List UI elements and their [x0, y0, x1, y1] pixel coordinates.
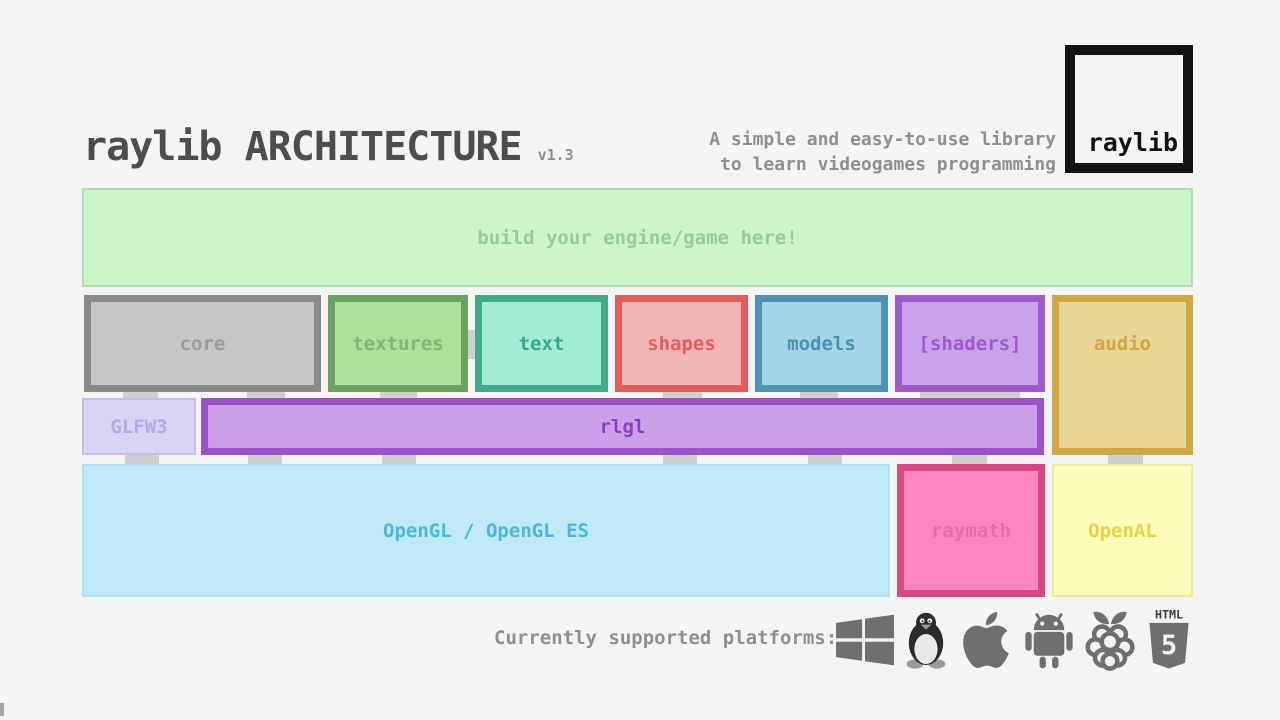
module-text: text: [475, 295, 608, 392]
module-openal: OpenAL: [1052, 464, 1193, 597]
module-label: textures: [352, 332, 444, 355]
raylib-logo: raylib: [1065, 45, 1193, 173]
module-label: OpenAL: [1088, 519, 1157, 542]
engine-banner: build your engine/game here!: [82, 188, 1193, 287]
module-rlgl: rlgl: [201, 398, 1044, 455]
module-shaders: [shaders]: [895, 295, 1045, 392]
module-label: audio: [1093, 332, 1152, 355]
module-core: core: [84, 295, 321, 392]
module-audio: audio: [1052, 295, 1193, 455]
module-label: rlgl: [599, 415, 646, 438]
tagline-line1: A simple and easy-to-use library: [709, 129, 1056, 150]
android-icon: [1022, 608, 1076, 672]
module-label: raymath: [930, 519, 1012, 542]
module-opengl: OpenGL / OpenGL ES: [82, 464, 890, 597]
module-textures: textures: [328, 295, 468, 392]
html5-wordmark: HTML: [1155, 607, 1183, 621]
raspberry-pi-icon: [1084, 607, 1136, 673]
module-models: models: [755, 295, 888, 392]
tagline-line2: to learn videogames programming: [720, 154, 1056, 175]
linux-icon: [902, 607, 950, 673]
engine-banner-label: build your engine/game here!: [477, 226, 798, 249]
windows-icon: [836, 611, 894, 669]
module-raymath: raymath: [897, 464, 1045, 597]
connector: [1108, 453, 1143, 467]
connector: [382, 453, 416, 467]
module-label: core: [179, 332, 226, 355]
connector: [808, 453, 842, 467]
connector: [952, 453, 987, 467]
platforms-label: Currently supported platforms:: [494, 627, 838, 649]
platform-icons: HTML 5: [836, 602, 1194, 678]
module-glfw3: GLFW3: [82, 398, 196, 455]
module-label: OpenGL / OpenGL ES: [383, 519, 589, 542]
title-text: raylib ARCHITECTURE: [83, 124, 523, 170]
module-shapes: shapes: [615, 295, 748, 392]
screen-edge-artifact: [0, 703, 4, 716]
version-badge: v1.3: [537, 146, 574, 164]
apple-icon: [958, 609, 1014, 671]
module-label: [shaders]: [918, 332, 1022, 355]
module-label: shapes: [647, 332, 716, 355]
tagline: A simple and easy-to-use library to lear…: [709, 127, 1056, 177]
html5-number: 5: [1161, 630, 1177, 661]
module-label: models: [787, 332, 856, 355]
module-label: GLFW3: [110, 415, 168, 438]
connector: [248, 453, 282, 467]
html5-icon: HTML 5: [1144, 606, 1194, 674]
module-label: text: [518, 332, 565, 355]
raylib-logo-label: raylib: [1087, 128, 1178, 157]
connector: [663, 453, 697, 467]
page-title: raylib ARCHITECTURE v1.3: [83, 124, 574, 170]
connector: [125, 453, 159, 467]
